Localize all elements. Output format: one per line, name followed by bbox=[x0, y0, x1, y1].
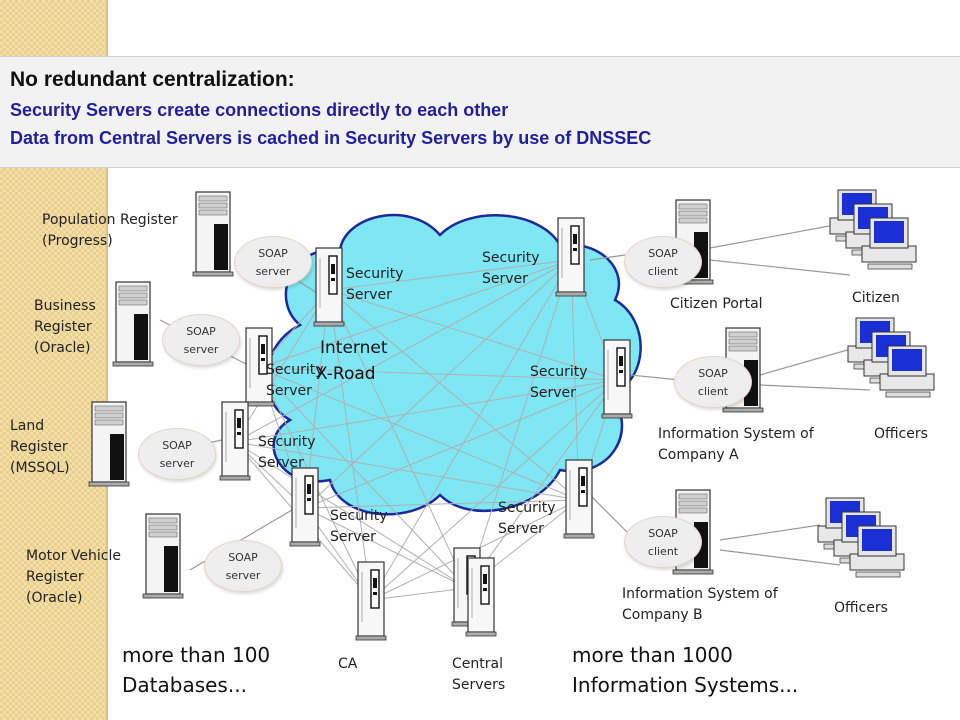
mesh-connection-line bbox=[234, 441, 580, 501]
databases-count-label: more than 100 Databases... bbox=[122, 643, 271, 697]
security-server-label: Security Server bbox=[482, 250, 540, 287]
security-server-label: Security Server bbox=[498, 500, 556, 537]
mesh-connection-line bbox=[328, 289, 468, 589]
security-server-icon bbox=[219, 401, 251, 481]
mesh-connection-line bbox=[258, 259, 572, 369]
mesh-connection-line bbox=[328, 289, 618, 381]
network-name-line1: Internet bbox=[320, 338, 388, 358]
security-server-icon bbox=[601, 339, 633, 419]
business-register-label: Business Register (Oracle) bbox=[34, 298, 96, 356]
side-strip-edge bbox=[106, 0, 108, 720]
banner-title: No redundant centralization: bbox=[10, 68, 295, 91]
security-server-label: Security Server bbox=[266, 362, 324, 399]
security-server-icon bbox=[313, 247, 345, 327]
officers-b-label: Officers bbox=[834, 600, 888, 616]
mesh-connection-line bbox=[370, 379, 618, 601]
security-server-label: Security Server bbox=[330, 508, 388, 545]
company-a-label: Information System of Company A bbox=[658, 426, 814, 463]
motor-register-server-icon bbox=[142, 513, 184, 599]
business-register-server-icon bbox=[112, 281, 154, 367]
security-server-icon bbox=[563, 459, 595, 539]
network-name-line2: X-Road bbox=[316, 364, 376, 384]
mesh-connection-line bbox=[304, 499, 580, 509]
citizen-portal-label: Citizen Portal bbox=[670, 296, 763, 312]
mesh-connection-line bbox=[234, 441, 468, 589]
mesh-connection-line bbox=[258, 367, 468, 589]
ca-label: CA bbox=[338, 656, 358, 672]
citizen-label: Citizen bbox=[852, 290, 900, 306]
officers-b-computers-icon bbox=[818, 498, 904, 577]
mesh-connection-line bbox=[234, 379, 618, 443]
mesh-connection-line bbox=[258, 367, 618, 381]
population-register-server-icon bbox=[192, 191, 234, 277]
mesh-connection-line bbox=[304, 379, 618, 509]
central-server-icon bbox=[465, 557, 497, 637]
officers-a-label: Officers bbox=[874, 426, 928, 442]
central-servers-label: Central Servers bbox=[452, 656, 506, 693]
company-b-label: Information System of Company B bbox=[622, 586, 778, 623]
security-server-icon bbox=[289, 467, 321, 547]
banner-line-2: Data from Central Servers is cached in S… bbox=[10, 128, 652, 148]
ca-server-icon bbox=[355, 561, 387, 641]
mesh-connection-line bbox=[304, 507, 468, 589]
mesh-connection-line bbox=[328, 289, 580, 501]
banner-line-1: Security Servers create connections dire… bbox=[10, 100, 509, 120]
systems-count-label: more than 1000 Information Systems... bbox=[572, 643, 799, 697]
officers-a-computers-icon bbox=[848, 318, 934, 397]
security-server-icon bbox=[555, 217, 587, 297]
mesh-connection-line bbox=[234, 289, 330, 443]
land-register-server-icon bbox=[88, 401, 130, 487]
summary-banner bbox=[0, 56, 960, 168]
mesh-connection-line bbox=[466, 379, 618, 589]
security-server-label: Security Server bbox=[346, 266, 404, 303]
mesh-connection-line bbox=[370, 587, 468, 601]
security-server-label: Security Server bbox=[530, 364, 588, 401]
mesh-connection-line bbox=[466, 259, 572, 589]
security-server-label: Security Server bbox=[258, 434, 316, 471]
land-register-label: Land Register (MSSQL) bbox=[10, 418, 70, 476]
motor-register-label: Motor Vehicle Register (Oracle) bbox=[26, 548, 121, 606]
mesh-connection-line bbox=[258, 367, 580, 501]
mesh-connection-line bbox=[370, 259, 572, 601]
mesh-connection-line bbox=[328, 259, 572, 291]
mesh-connection-line bbox=[234, 259, 572, 443]
mesh-connection-line bbox=[304, 259, 572, 509]
citizen-computers-icon bbox=[830, 190, 916, 269]
population-register-label: Population Register (Progress) bbox=[42, 212, 178, 249]
